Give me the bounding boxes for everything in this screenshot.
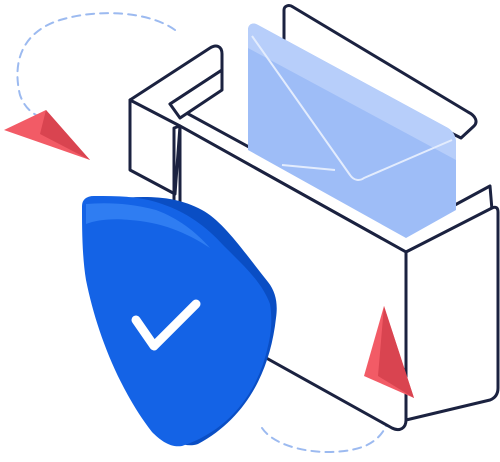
mailbox-front	[128, 98, 500, 432]
shield-check-icon	[82, 196, 277, 447]
envelope-back	[282, 4, 478, 140]
checkmark	[131, 299, 201, 351]
dashed-path-top	[16, 12, 176, 117]
paper-plane-icon	[4, 110, 90, 160]
envelope-icon	[248, 23, 456, 239]
paper-plane-icon	[364, 306, 414, 398]
